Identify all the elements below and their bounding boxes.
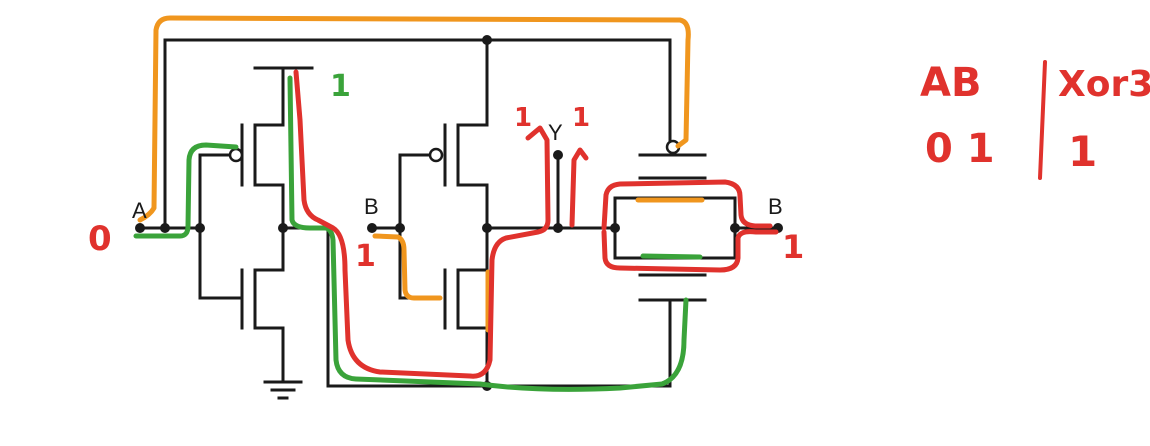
truth-table: AB Xor3 0 1 1 (920, 60, 1150, 180)
annotation-a-value: 0 (88, 219, 112, 259)
annotation-supply-value: 1 (330, 69, 351, 104)
junction-dot (160, 223, 170, 233)
junction-dot (553, 223, 563, 233)
junction-dot (730, 223, 740, 233)
terminal-a (135, 223, 145, 233)
truth-table-row-inputs: 0 1 (925, 126, 995, 172)
truth-table-inputs-header: AB (920, 60, 981, 106)
junction-dot (395, 223, 405, 233)
label-b-left: B (364, 194, 379, 219)
junction-dot (278, 223, 288, 233)
red-highlights (293, 69, 779, 379)
label-a: A (132, 198, 147, 223)
annotation-y-right-value: 1 (572, 103, 590, 133)
pmos-bubble-1 (228, 147, 244, 163)
terminal-b-left (367, 223, 377, 233)
truth-table-divider (1038, 60, 1047, 180)
junction-dot (610, 223, 620, 233)
pmos-bubble-2 (428, 147, 444, 163)
label-b-right: B (768, 194, 783, 219)
annotation-b-right-value: 1 (782, 228, 804, 266)
junction-dot (482, 35, 492, 45)
inversion-bubbles (228, 139, 681, 163)
junction-dots (135, 35, 783, 391)
terminal-labels: A B Y B (132, 120, 783, 223)
truth-table-row-output: 1 (1068, 127, 1097, 176)
label-y: Y (548, 120, 563, 145)
junction-dot (195, 223, 205, 233)
handwritten-values: 0 1 1 1 1 1 (88, 69, 804, 274)
annotation-b-left-value: 1 (355, 239, 376, 274)
annotation-y-left-value: 1 (514, 103, 532, 133)
truth-table-output-header: Xor3 (1058, 64, 1150, 105)
junction-dot (482, 223, 492, 233)
orange-highlights (137, 15, 705, 333)
terminal-y (553, 150, 563, 160)
green-highlights (133, 75, 703, 392)
